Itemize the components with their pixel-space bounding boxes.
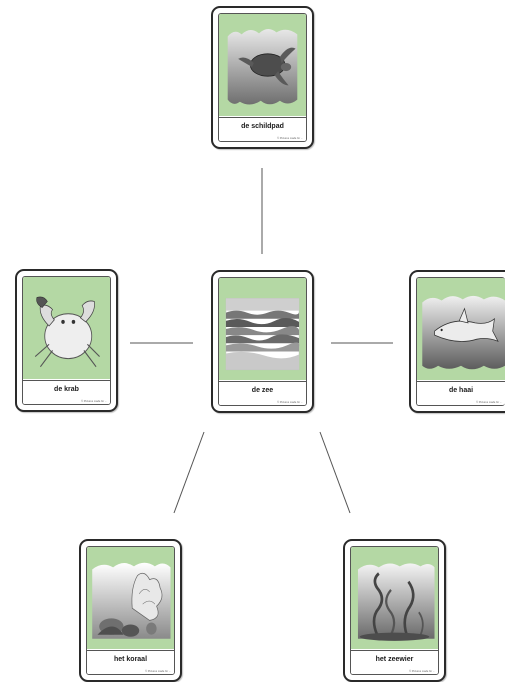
card-sea-center: de zee © Pictures made for ... <box>211 270 314 413</box>
card-shark-caption: de haai © Pictures made for ... <box>417 381 505 405</box>
card-credit: © Pictures made for ... <box>409 670 435 673</box>
card-crab-inner: de krab © Pictures made for ... <box>22 276 111 405</box>
card-label: de schildpad <box>241 123 284 130</box>
card-label: de haai <box>448 387 474 394</box>
card-coral-picture-area <box>87 547 174 649</box>
card-credit: © Pictures made for ... <box>476 401 502 404</box>
card-turtle: de schildpad © Pictures made for ... <box>211 6 314 149</box>
card-seaweed: het zeewier © Pictures made for ... <box>343 539 446 682</box>
card-sea-caption: de zee © Pictures made for ... <box>219 381 306 405</box>
card-turtle-inner: de schildpad © Pictures made for ... <box>218 13 307 142</box>
connector-bottom-right <box>319 431 351 514</box>
card-crab-picture-area <box>23 277 110 379</box>
card-sea-inner: de zee © Pictures made for ... <box>218 277 307 406</box>
card-turtle-caption: de schildpad © Pictures made for ... <box>219 117 306 141</box>
sea-waves-picture <box>225 298 300 371</box>
card-sea-picture-area <box>219 278 306 380</box>
card-seaweed-inner: het zeewier © Pictures made for ... <box>350 546 439 675</box>
card-credit: © Pictures made for ... <box>81 400 107 403</box>
card-coral-caption: het koraal © Pictures made for ... <box>87 650 174 674</box>
card-label: het koraal <box>113 656 148 663</box>
card-label: het zeewier <box>375 656 414 663</box>
card-coral-inner: het koraal © Pictures made for ... <box>86 546 175 675</box>
card-coral: het koraal © Pictures made for ... <box>79 539 182 682</box>
coral-picture <box>92 562 171 639</box>
card-label: de zee <box>251 387 274 394</box>
card-crab: de krab © Pictures made for ... <box>15 269 118 412</box>
card-seaweed-picture-area <box>351 547 438 649</box>
connector-bottom-left <box>173 431 205 514</box>
card-shark-inner: de haai © Pictures made for ... <box>416 277 505 406</box>
card-shark: de haai © Pictures made for ... <box>409 270 505 413</box>
card-crab-caption: de krab © Pictures made for ... <box>23 380 110 404</box>
card-turtle-picture-area <box>219 14 306 116</box>
seaweed-picture <box>357 563 435 641</box>
crab-picture <box>34 296 100 368</box>
card-shark-picture-area <box>417 278 505 380</box>
card-credit: © Pictures made for ... <box>277 137 303 140</box>
card-seaweed-caption: het zeewier © Pictures made for ... <box>351 650 438 674</box>
shark-picture <box>422 295 505 370</box>
card-credit: © Pictures made for ... <box>277 401 303 404</box>
card-credit: © Pictures made for ... <box>145 670 171 673</box>
card-label: de krab <box>54 386 79 393</box>
turtle-picture <box>227 29 298 105</box>
